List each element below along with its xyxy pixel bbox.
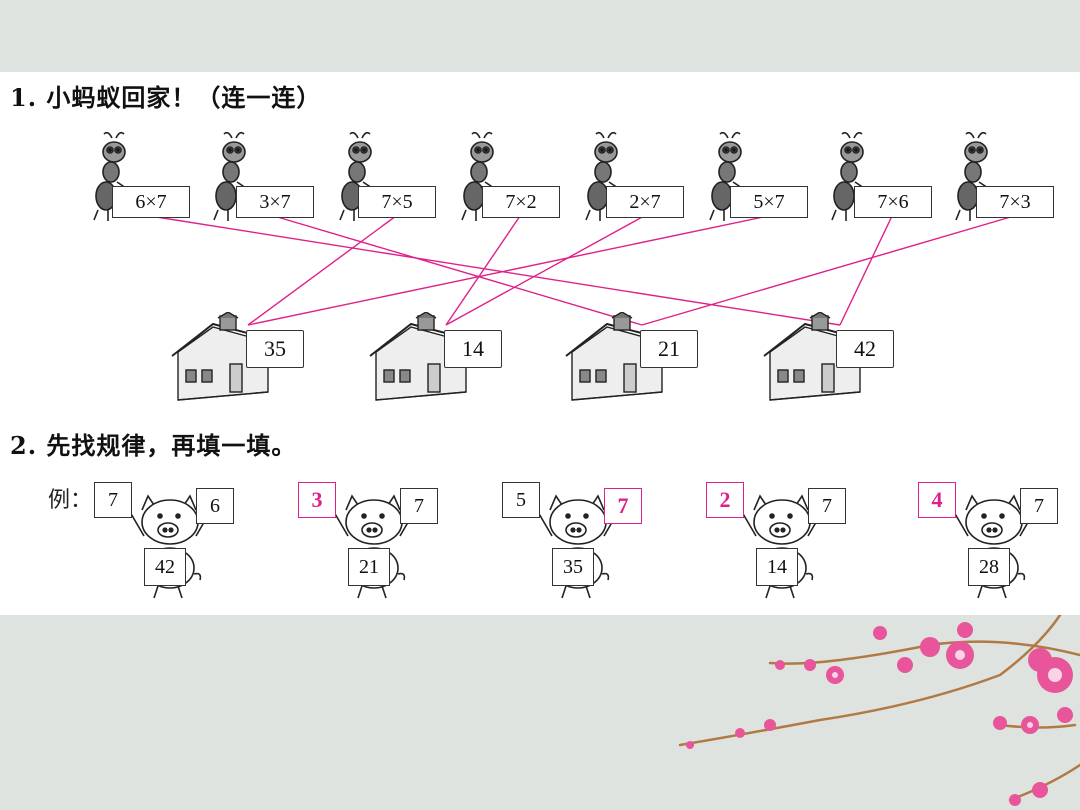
pig-product-card[interactable]: 14	[756, 548, 798, 586]
connecting-line	[839, 215, 893, 326]
connecting-line	[273, 215, 643, 326]
example-label: 例：	[48, 488, 93, 513]
ant-equation-box[interactable]: 5×7	[730, 186, 808, 218]
connecting-line	[247, 215, 769, 326]
pig-left-card[interactable]: 3	[298, 482, 336, 518]
pig-right-card[interactable]: 7	[808, 488, 846, 524]
house-number-box[interactable]: 35	[246, 330, 304, 368]
bottom-band	[0, 615, 1080, 810]
ant-equation-box[interactable]: 7×6	[854, 186, 932, 218]
pig-right-card[interactable]: 7	[1020, 488, 1058, 524]
house-number-box[interactable]: 21	[640, 330, 698, 368]
pig-product-card[interactable]: 42	[144, 548, 186, 586]
ant-equation-box[interactable]: 3×7	[236, 186, 314, 218]
pig-right-card[interactable]: 7	[400, 488, 438, 524]
pig-left-card[interactable]: 5	[502, 482, 540, 518]
question-1-title: 1. 小蚂蚁回家！（连一连）	[10, 83, 322, 112]
ant-equation-box[interactable]: 7×2	[482, 186, 560, 218]
pig-product-card[interactable]: 21	[348, 548, 390, 586]
ant-equation-box[interactable]: 7×3	[976, 186, 1054, 218]
house-icon	[366, 311, 476, 404]
top-band	[0, 0, 1080, 72]
pig-product-card[interactable]: 35	[552, 548, 594, 586]
house-icon	[562, 311, 672, 404]
connecting-line	[445, 215, 645, 326]
ant-icon	[700, 130, 760, 222]
connecting-line	[149, 215, 841, 326]
pig-right-card[interactable]: 7	[604, 488, 642, 524]
ant-icon	[822, 130, 882, 222]
ant-icon	[452, 130, 512, 222]
ant-icon	[204, 130, 264, 222]
house-number-box[interactable]: 42	[836, 330, 894, 368]
pig-left-card[interactable]: 7	[94, 482, 132, 518]
connecting-line	[247, 215, 397, 326]
pig-product-card[interactable]: 28	[968, 548, 1010, 586]
pig-right-card[interactable]: 6	[196, 488, 234, 524]
pig-left-card[interactable]: 2	[706, 482, 744, 518]
connecting-line	[445, 215, 521, 326]
connecting-line	[641, 215, 1015, 326]
house-number-box[interactable]: 14	[444, 330, 502, 368]
ant-equation-box[interactable]: 7×5	[358, 186, 436, 218]
pig-left-card[interactable]: 4	[918, 482, 956, 518]
ant-equation-box[interactable]: 6×7	[112, 186, 190, 218]
ant-equation-box[interactable]: 2×7	[606, 186, 684, 218]
question-2-title: 2. 先找规律，再填一填。	[10, 431, 297, 460]
plum-blossom-decoration	[678, 615, 1080, 806]
